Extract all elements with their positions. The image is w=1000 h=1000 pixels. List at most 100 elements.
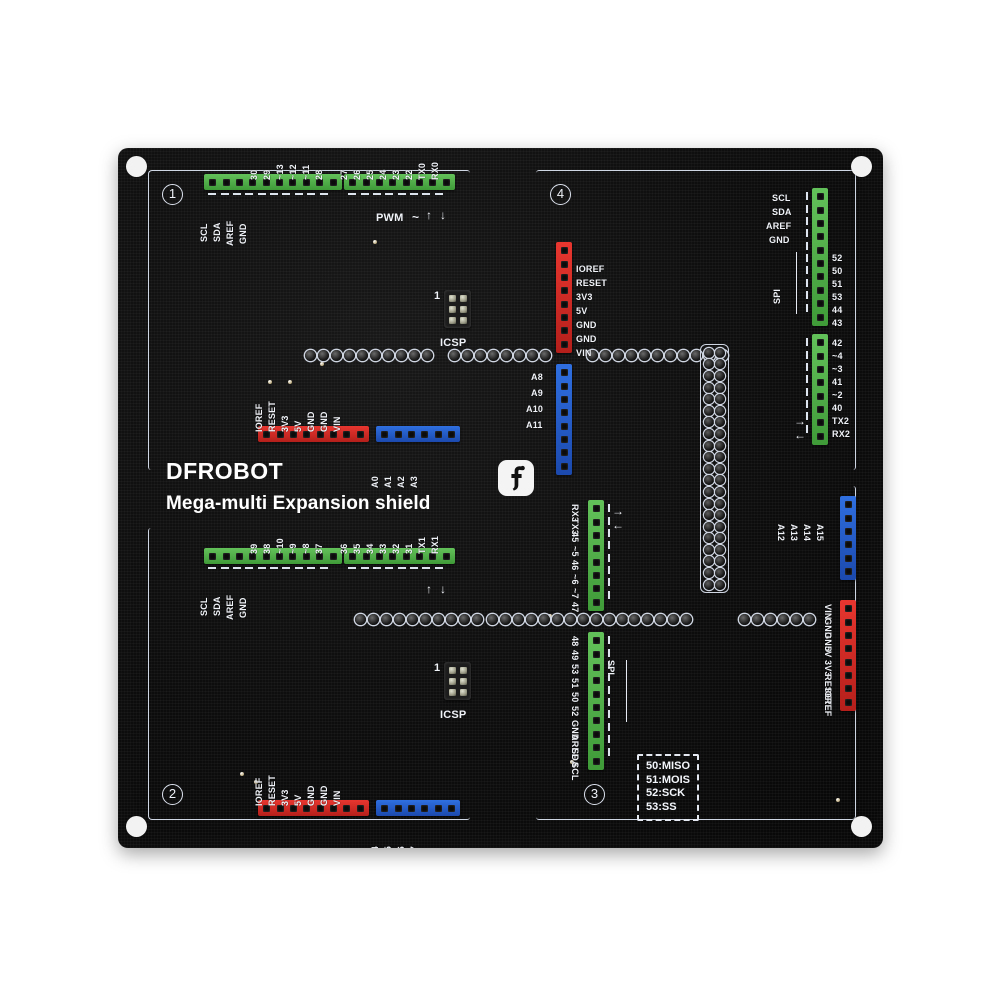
header-right-red-vertical[interactable] [840, 600, 856, 711]
header-pin[interactable] [381, 430, 389, 438]
header-top-left-green-a[interactable] [204, 174, 342, 190]
icsp-pin[interactable] [448, 688, 456, 696]
header-pin[interactable] [349, 178, 357, 186]
header-pin[interactable] [592, 730, 600, 738]
header-pin[interactable] [844, 541, 852, 549]
header-pin[interactable] [276, 552, 284, 560]
header-pin[interactable] [302, 552, 310, 560]
header-pin[interactable] [592, 744, 600, 752]
icsp-pin[interactable] [459, 294, 467, 302]
header-pin[interactable] [844, 645, 852, 653]
header-pin[interactable] [343, 804, 351, 812]
header-pin[interactable] [816, 432, 824, 440]
header-pin[interactable] [316, 804, 324, 812]
header-right-green-lower[interactable] [812, 334, 828, 445]
header-center-blue-vertical[interactable] [556, 364, 572, 475]
header-pin[interactable] [389, 552, 397, 560]
header-pin[interactable] [560, 300, 568, 308]
header-center-red-vertical[interactable] [556, 242, 572, 353]
icsp-pin[interactable] [459, 677, 467, 685]
header-pin[interactable] [302, 178, 310, 186]
header-pin[interactable] [249, 178, 257, 186]
header-pin[interactable] [263, 430, 271, 438]
header-pin[interactable] [416, 178, 424, 186]
header-pin[interactable] [560, 327, 568, 335]
header-pin[interactable] [816, 260, 824, 268]
header-pin[interactable] [844, 568, 852, 576]
header-left-mid-blue[interactable] [376, 426, 461, 442]
header-pin[interactable] [222, 178, 230, 186]
header-pin[interactable] [816, 219, 824, 227]
header-bottom-left-blue[interactable] [376, 800, 461, 816]
header-pin[interactable] [816, 379, 824, 387]
header-pin[interactable] [844, 554, 852, 562]
header-pin[interactable] [560, 247, 568, 255]
header-pin[interactable] [816, 352, 824, 360]
header-pin[interactable] [592, 572, 600, 580]
icsp-pin[interactable] [448, 305, 456, 313]
header-pin[interactable] [343, 430, 351, 438]
icsp-pin[interactable] [459, 316, 467, 324]
header-pin[interactable] [592, 598, 600, 606]
header-pin[interactable] [316, 552, 324, 560]
header-pin[interactable] [276, 804, 284, 812]
icsp-header-bottom[interactable] [444, 662, 471, 700]
header-pin[interactable] [289, 430, 297, 438]
header-pin[interactable] [592, 545, 600, 553]
header-pin[interactable] [429, 178, 437, 186]
header-pin[interactable] [816, 233, 824, 241]
header-pin[interactable] [262, 552, 270, 560]
header-pin[interactable] [816, 406, 824, 414]
header-pin[interactable] [316, 178, 324, 186]
header-pin[interactable] [560, 369, 568, 377]
header-pin[interactable] [816, 392, 824, 400]
header-pin[interactable] [844, 501, 852, 509]
header-pin[interactable] [560, 260, 568, 268]
header-pin[interactable] [560, 382, 568, 390]
header-pin[interactable] [394, 430, 402, 438]
header-pin[interactable] [560, 422, 568, 430]
header-pin[interactable] [356, 430, 364, 438]
header-pin[interactable] [289, 552, 297, 560]
header-bottom-left-red[interactable] [258, 800, 369, 816]
header-pin[interactable] [421, 430, 429, 438]
header-right-green-upper[interactable] [812, 188, 828, 326]
header-pin[interactable] [442, 178, 450, 186]
header-pin[interactable] [421, 804, 429, 812]
header-pin[interactable] [448, 430, 456, 438]
icsp-pin[interactable] [448, 677, 456, 685]
header-pin[interactable] [209, 552, 217, 560]
header-bottom-left-green-b[interactable] [344, 548, 455, 564]
header-pin[interactable] [592, 505, 600, 513]
header-pin[interactable] [592, 690, 600, 698]
header-right-blue-vertical[interactable] [840, 496, 856, 581]
header-pin[interactable] [844, 618, 852, 626]
header-pin[interactable] [356, 804, 364, 812]
header-pin[interactable] [381, 804, 389, 812]
header-pin[interactable] [816, 286, 824, 294]
header-bottom-green-upper[interactable] [588, 500, 604, 611]
header-pin[interactable] [329, 178, 337, 186]
header-pin[interactable] [442, 552, 450, 560]
icsp-pin[interactable] [459, 688, 467, 696]
header-pin[interactable] [276, 178, 284, 186]
header-pin[interactable] [303, 430, 311, 438]
header-pin[interactable] [303, 804, 311, 812]
icsp-pin[interactable] [448, 294, 456, 302]
header-pin[interactable] [394, 804, 402, 812]
header-pin[interactable] [844, 605, 852, 613]
header-pin[interactable] [592, 650, 600, 658]
header-pin[interactable] [389, 178, 397, 186]
header-pin[interactable] [816, 300, 824, 308]
header-pin[interactable] [844, 685, 852, 693]
header-pin[interactable] [844, 514, 852, 522]
header-pin[interactable] [592, 558, 600, 566]
header-pin[interactable] [592, 637, 600, 645]
header-pin[interactable] [560, 287, 568, 295]
header-pin[interactable] [816, 419, 824, 427]
header-pin[interactable] [434, 804, 442, 812]
header-pin[interactable] [816, 246, 824, 254]
header-pin[interactable] [560, 314, 568, 322]
header-pin[interactable] [816, 206, 824, 214]
header-pin[interactable] [276, 430, 284, 438]
